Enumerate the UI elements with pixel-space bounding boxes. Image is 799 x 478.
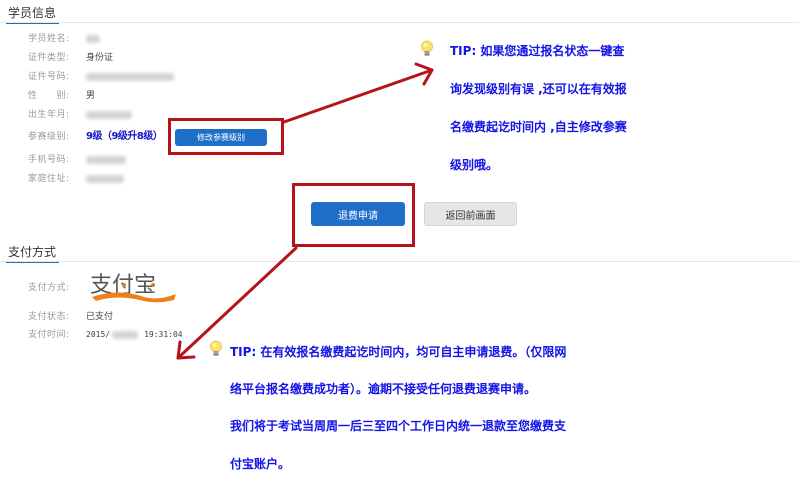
tip-line: 络平台报名缴费成功者）。逾期不接受任何退费退赛申请。 xyxy=(230,382,537,396)
id-type-value: 身份证 xyxy=(86,53,114,63)
field-label: 家庭住址: xyxy=(28,174,70,184)
field-label: 出生年月: xyxy=(28,110,70,120)
blurred-address-value xyxy=(86,175,124,183)
field-label: 支付时间: xyxy=(28,330,70,340)
blurred-name-value xyxy=(86,35,100,43)
arrow-to-tip-2 xyxy=(176,246,298,360)
student-info-section-title: 学员信息 xyxy=(6,6,60,24)
field-row-payment-time: 支付时间: 2015/ 19:31:04 xyxy=(28,328,183,342)
field-label: 证件号码: xyxy=(28,72,70,82)
refund-request-button[interactable]: 退费申请 xyxy=(311,202,405,226)
tip-line: TIP: 如果您通过报名状态一键查 xyxy=(450,44,625,58)
alipay-logo: 支付宝 xyxy=(90,273,176,303)
field-row-gender: 性 别: 男 xyxy=(28,89,95,103)
field-label: 证件类型: xyxy=(28,53,70,63)
field-row-level: 参赛级别: 9级（9级升8级） xyxy=(28,130,163,144)
field-row-phone: 手机号码: xyxy=(28,153,126,167)
gender-value: 男 xyxy=(86,91,96,101)
blurred-phone-value xyxy=(86,156,126,164)
field-row-name: 学员姓名: xyxy=(28,32,100,46)
tip-line: 级别哦。 xyxy=(450,158,499,172)
payment-time-prefix: 2015/ xyxy=(86,330,111,339)
payment-section-title: 支付方式 xyxy=(6,245,60,263)
tip-line: 名缴费起讫时间内 ,自主修改参赛 xyxy=(450,120,627,134)
payment-time-suffix: 19:31:04 xyxy=(144,330,183,339)
field-label: 参赛级别: xyxy=(28,132,70,142)
tip-line: 付宝账户。 xyxy=(230,457,291,471)
lightbulb-icon xyxy=(210,340,222,356)
arrow-to-tip-1 xyxy=(282,68,434,124)
competition-level-value: 9级（9级升8级） xyxy=(86,131,163,142)
payment-status-value: 已支付 xyxy=(86,312,114,322)
field-label: 支付方式: xyxy=(28,283,70,293)
field-row-id-type: 证件类型: 身份证 xyxy=(28,51,113,65)
field-label: 手机号码: xyxy=(28,155,70,165)
field-row-payment-status: 支付状态: 已支付 xyxy=(28,310,113,324)
field-row-payment-method: 支付方式: xyxy=(28,281,86,295)
blurred-birth-value xyxy=(86,111,132,119)
field-label: 学员姓名: xyxy=(28,34,70,44)
field-row-id-number: 证件号码: xyxy=(28,70,174,84)
modify-level-button[interactable]: 修改参赛级别 xyxy=(175,129,267,146)
field-row-address: 家庭住址: xyxy=(28,172,124,186)
field-label: 支付状态: xyxy=(28,312,70,322)
tip-line: 询发现级别有误 ,还可以在有效报 xyxy=(450,82,627,96)
field-label: 性 别: xyxy=(28,91,70,101)
blurred-payment-date xyxy=(112,331,139,339)
field-row-birth: 出生年月: xyxy=(28,108,132,122)
section-divider xyxy=(0,22,799,23)
section-divider xyxy=(0,261,799,262)
back-button[interactable]: 返回前画面 xyxy=(424,202,517,226)
tip-line: TIP: 在有效报名缴费起讫时间内，均可自主申请退费。（仅限网 xyxy=(230,345,567,359)
lightbulb-icon xyxy=(421,40,433,56)
blurred-id-number-value xyxy=(86,73,174,81)
tip-line: 我们将于考试当周周一后三至四个工作日内统一退款至您缴费支 xyxy=(230,419,567,433)
